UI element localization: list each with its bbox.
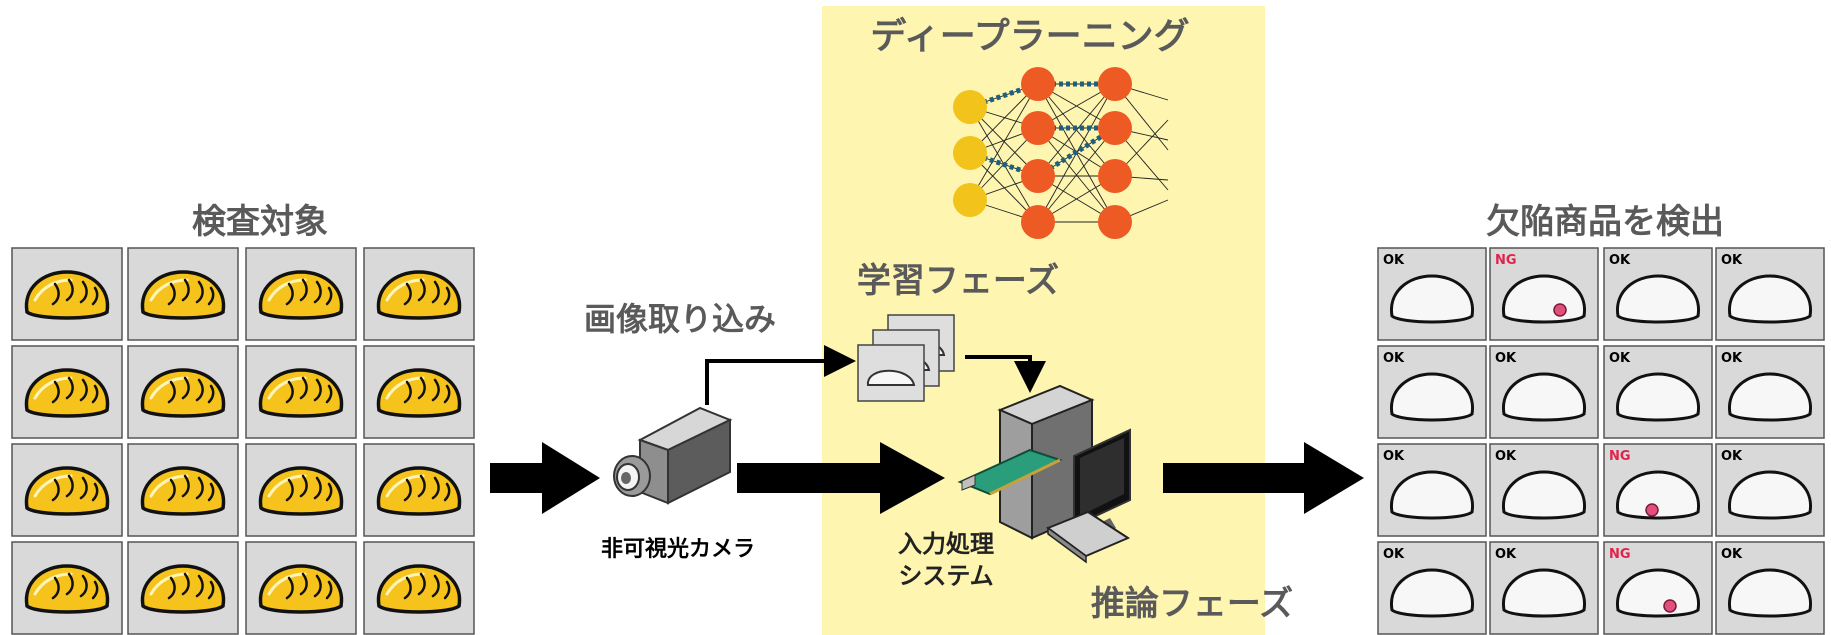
image-capture-label: 画像取り込み — [584, 300, 776, 338]
result-label: OK — [1383, 351, 1405, 366]
input-system-label-line1: 入力処理 — [898, 530, 994, 558]
result-label: NG — [1609, 547, 1631, 562]
neural-network-icon — [953, 67, 1169, 239]
result-tile: NG — [1603, 443, 1713, 537]
bread-tile — [363, 443, 475, 537]
result-label: OK — [1721, 547, 1743, 562]
bread-tile — [11, 247, 123, 341]
hidden-neuron — [1098, 159, 1132, 193]
arrow-right-icon — [1163, 442, 1364, 514]
result-label: NG — [1609, 449, 1631, 464]
result-grid: OK NG OK OK OK OK OK OK OK OK NG OK OK OK NG OK — [1377, 247, 1825, 635]
inspection-target-label: 検査対象 — [192, 202, 328, 242]
circuit-board-icon — [957, 448, 1063, 496]
result-tile: NG — [1603, 541, 1713, 635]
input-neuron — [953, 183, 987, 217]
input-neuron — [953, 90, 987, 124]
result-tile: OK — [1377, 247, 1487, 341]
result-tile: OK — [1489, 541, 1599, 635]
bread-tile — [363, 541, 475, 635]
deep-learning-label: ディープラーニング — [870, 15, 1189, 57]
arrow-right-icon — [490, 442, 600, 514]
result-tile: OK — [1715, 247, 1825, 341]
bread-tile — [11, 345, 123, 439]
result-tile: NG — [1489, 247, 1599, 341]
bread-tile — [127, 345, 239, 439]
defect-mark — [1663, 599, 1677, 613]
keyboard-icon — [1045, 510, 1131, 564]
hidden-neuron — [1098, 67, 1132, 101]
bread-tile — [11, 541, 123, 635]
bread-tile — [127, 247, 239, 341]
hidden-neuron — [1098, 205, 1132, 239]
result-label: OK — [1383, 449, 1405, 464]
arrow-right-icon — [737, 442, 945, 514]
defect-mark — [1645, 503, 1659, 517]
hidden-neuron — [1098, 111, 1132, 145]
result-label: OK — [1721, 253, 1743, 268]
bread-tile — [245, 443, 357, 537]
result-tile: OK — [1715, 345, 1825, 439]
bread-tile — [245, 345, 357, 439]
training-connector — [965, 355, 1046, 393]
sample-images-icon — [857, 314, 955, 402]
result-label: OK — [1609, 351, 1631, 366]
result-label: OK — [1495, 449, 1517, 464]
result-label: OK — [1495, 351, 1517, 366]
input-neuron — [953, 136, 987, 170]
inspection-target-grid — [11, 247, 475, 635]
result-tile: OK — [1377, 345, 1487, 439]
learning-phase-label: 学習フェーズ — [857, 261, 1059, 301]
result-label: OK — [1721, 449, 1743, 464]
result-tile: OK — [1489, 443, 1599, 537]
result-label: OK — [1721, 351, 1743, 366]
result-tile: OK — [1377, 443, 1487, 537]
result-tile: OK — [1715, 443, 1825, 537]
bread-tile — [245, 541, 357, 635]
hidden-neuron — [1021, 111, 1055, 145]
camera-icon — [613, 406, 733, 505]
input-system-label-line2: システム — [898, 562, 993, 590]
bread-tile — [11, 443, 123, 537]
hidden-neuron — [1021, 67, 1055, 101]
monitor-icon — [1073, 428, 1131, 536]
hidden-neuron — [1021, 205, 1055, 239]
defect-mark — [1553, 303, 1567, 317]
result-label: NG — [1495, 253, 1517, 268]
bread-tile — [363, 247, 475, 341]
hidden-neuron — [1021, 159, 1055, 193]
result-tile: OK — [1603, 247, 1713, 341]
result-tile: OK — [1715, 541, 1825, 635]
capture-connector — [705, 345, 856, 405]
bread-tile — [127, 443, 239, 537]
camera-label: 非可視光カメラ — [601, 537, 755, 562]
result-label: OK — [1383, 253, 1405, 268]
result-tile: OK — [1489, 345, 1599, 439]
bread-tile — [127, 541, 239, 635]
result-label: OK — [1383, 547, 1405, 562]
inference-phase-label: 推論フェーズ — [1091, 584, 1293, 624]
result-label: OK — [1495, 547, 1517, 562]
result-tile: OK — [1603, 345, 1713, 439]
defect-detection-label: 欠陥商品を検出 — [1486, 202, 1724, 242]
bread-tile — [245, 247, 357, 341]
bread-tile — [363, 345, 475, 439]
result-label: OK — [1609, 253, 1631, 268]
result-tile: OK — [1377, 541, 1487, 635]
